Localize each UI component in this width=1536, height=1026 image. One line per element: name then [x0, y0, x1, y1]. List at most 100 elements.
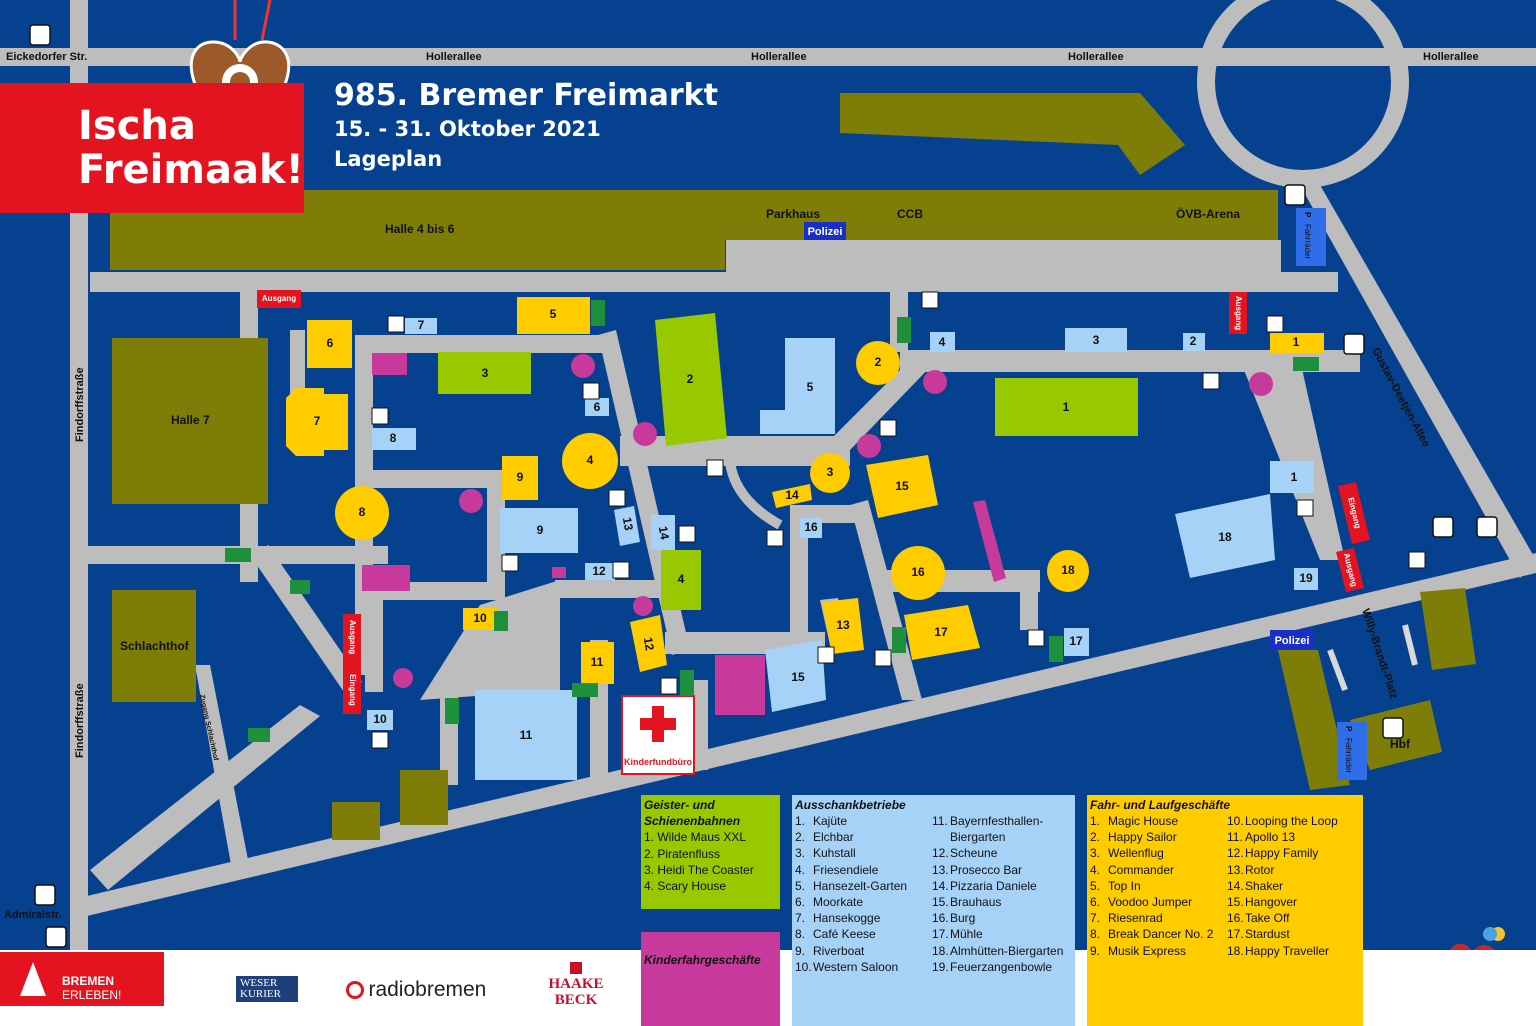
legend-item-name: Stardust [1245, 927, 1290, 942]
blue-1: 1 [1291, 470, 1298, 484]
first-aid-station: Kinderfundbüro [621, 695, 695, 775]
legend-item: 19.Feuerzangenbowle [932, 959, 1063, 975]
legend-item-name: Hansekogge [813, 911, 881, 926]
legend-item: 4. Commander [1090, 862, 1213, 878]
legend-item: 10.Western Saloon [795, 959, 907, 975]
legend-item-number: 13. [1227, 862, 1244, 877]
legend-item: 11.Apollo 13 [1227, 829, 1338, 845]
svg-text:Ausgang: Ausgang [348, 620, 357, 654]
street-findorff-2: Findorffstraße [74, 683, 86, 758]
legend-item: 4. Scary House [644, 879, 727, 894]
weser-kurier-logo: WESER KURIER [236, 976, 298, 1002]
legend-item: 16.Take Off [1227, 910, 1338, 926]
street-hollerallee-4: Hollerallee [1423, 51, 1479, 63]
yellow-15: 15 [895, 479, 909, 493]
legend-item-name: Rotor [1245, 862, 1275, 877]
legend-item-name: Take Off [1245, 911, 1290, 926]
haake-beck-logo: HAAKE BECK [548, 962, 604, 1008]
svg-text:Eingang: Eingang [348, 674, 357, 706]
legend-item-name: Mühle [950, 927, 983, 942]
blue-14: 14 [656, 525, 672, 541]
legend-item-number: 18. [932, 943, 949, 958]
svg-text:P: P [1303, 212, 1312, 218]
legend-item-number: 8. [1090, 927, 1101, 942]
legend-item-number: 7. [795, 911, 806, 926]
legend-item-number: 15. [1227, 895, 1244, 910]
legend-item-name: Elchbar [813, 830, 854, 845]
legend-item: 17.Mühle [932, 926, 1063, 942]
legend-item: 10.Looping the Loop [1227, 813, 1338, 829]
legend-item-name: Biergarten [950, 830, 1006, 845]
legend-item-number: 9. [1090, 943, 1101, 958]
svg-text:Polizei: Polizei [1275, 635, 1310, 647]
yellow-13: 13 [836, 618, 850, 632]
yellow-16: 16 [911, 565, 925, 579]
blue-8: 8 [390, 431, 397, 445]
legend-item-name: Looping the Loop [1245, 814, 1338, 828]
blue-16: 16 [804, 520, 818, 534]
legend-item-name: Commander [1108, 862, 1175, 877]
street-eickedorfer: Eickedorfer Str. [6, 51, 87, 63]
legend-item: 8.Break Dancer No. 2 [1090, 926, 1213, 942]
legend-item: 3.Wellenflug [1090, 845, 1213, 861]
slogan-line1: Ischa [78, 103, 196, 149]
legend-item-number: 16. [932, 911, 949, 926]
svg-text:P: P [1344, 726, 1353, 732]
green-2: 2 [687, 372, 694, 386]
legend-item-number: 9. [795, 943, 806, 958]
green-3: 3 [482, 366, 489, 380]
blue-18: 18 [1218, 530, 1232, 544]
legend-item: 6.Voodoo Jumper [1090, 894, 1213, 910]
legend-item-name: Riverboat [813, 943, 865, 958]
legend-item-name: Hangover [1245, 895, 1298, 910]
legend-item: 18.Almhütten-Biergarten [932, 943, 1063, 959]
legend-item: 7.Riesenrad [1090, 910, 1213, 926]
legend-item-number: 12. [1227, 846, 1244, 861]
label-schlachthof: Schlachthof [120, 639, 190, 653]
yellow-4: 4 [587, 453, 594, 467]
legend-item-number: 11. [1227, 830, 1243, 845]
legend-item-number: 14. [1227, 878, 1244, 893]
blue-17: 17 [1069, 634, 1083, 648]
legend-item-number: 19. [932, 959, 949, 974]
legend-item-number: 14. [932, 878, 949, 893]
yellow-5: 5 [550, 307, 557, 321]
legend-item-number: 2. [795, 830, 806, 845]
label-oevb-arena: ÖVB-Arena [1176, 206, 1240, 221]
legend-item-number: 18. [1227, 943, 1244, 958]
yellow-9: 9 [517, 470, 524, 484]
blue-6: 6 [594, 400, 601, 414]
legend-item-number: 4. [1090, 862, 1101, 877]
blue-19: 19 [1299, 571, 1313, 585]
legend-item: 13.Rotor [1227, 862, 1338, 878]
event-dates: 15. - 31. Oktober 2021 [334, 117, 601, 141]
police-station-1: Polizei [804, 222, 846, 240]
blue-10: 10 [373, 712, 387, 726]
legend-item: 18.Happy Traveller [1227, 943, 1338, 959]
legend-item: 2. Elchbar [795, 829, 907, 845]
blue-12: 12 [592, 564, 606, 578]
green-rides [438, 313, 1138, 610]
legend-item: 15.Brauhaus [932, 894, 1063, 910]
legend-item-name: Apollo 13 [1245, 830, 1296, 845]
blue-3: 3 [1093, 333, 1100, 347]
bike-parking-1: P Fahrräder [1296, 208, 1326, 266]
kinderfundbuero-label: Kinderfundbüro [624, 757, 692, 767]
street-admiral: Admiralstr. [4, 909, 61, 921]
svg-text:Ausgang: Ausgang [262, 294, 296, 303]
police-station-2: Polizei [1270, 630, 1314, 650]
legend-item-number: 8. [795, 927, 806, 942]
legend-item-name: Hansezelt-Garten [813, 878, 908, 893]
blue-11: 11 [520, 728, 533, 742]
legend-item-name: Western Saloon [813, 959, 899, 974]
street-willy: Willy-Brandt-Platz [1359, 607, 1400, 701]
blue-9: 9 [537, 523, 544, 537]
legend-item: 2.Happy Sailor [1090, 829, 1213, 845]
